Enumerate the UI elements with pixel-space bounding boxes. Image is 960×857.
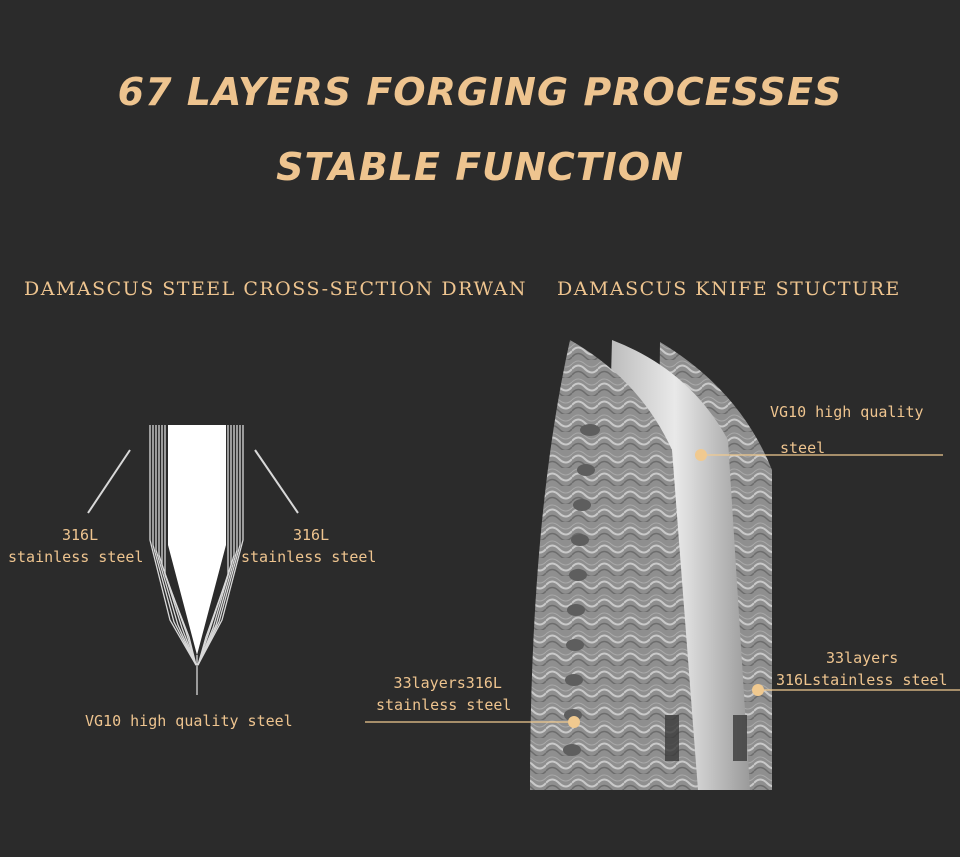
label-core-vg10: VG10 high quality steel — [85, 712, 293, 730]
leader-left — [87, 449, 131, 514]
label-outer-left: 33layers316L stainless steel — [376, 674, 512, 714]
lamination-lines-right — [197, 425, 244, 666]
label-right-316l: 316L stainless steel — [241, 526, 377, 566]
headline-line-2: STABLE FUNCTION — [276, 145, 684, 189]
label-vg10-steel: VG10 high quality steel — [770, 403, 924, 457]
label-outer-right: 33layers 316Lstainless steel — [776, 649, 948, 689]
brand-logo-back — [733, 715, 747, 761]
vg10-core — [168, 425, 226, 655]
cross-section-title: DAMASCUS STEEL CROSS-SECTION DRWAN — [24, 278, 527, 300]
brand-logo-front — [665, 715, 679, 761]
knife-structure-title: DAMASCUS KNIFE STUCTURE — [557, 278, 901, 300]
leader-right — [254, 449, 299, 514]
lamination-lines-left — [149, 425, 197, 666]
headline-line-1: 67 LAYERS FORGING PROCESSES — [117, 70, 843, 114]
marker-vg10 — [695, 449, 707, 461]
label-left-316l: 316L stainless steel — [8, 526, 144, 566]
marker-outer-left — [568, 716, 580, 728]
marker-outer-right — [752, 684, 764, 696]
